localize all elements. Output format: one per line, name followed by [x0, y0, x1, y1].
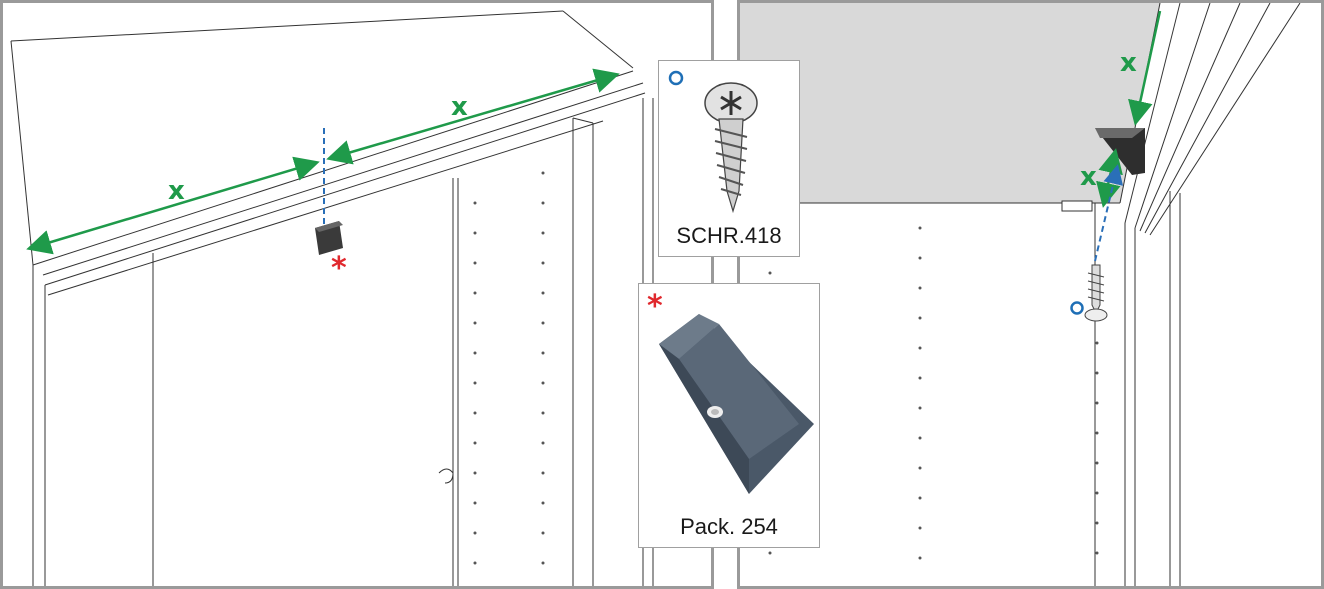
bracket-asterisk: * — [331, 251, 347, 286]
cabinet-lines — [10, 10, 654, 586]
hinge-plate — [1061, 200, 1093, 212]
dimension-label-left: x — [168, 176, 185, 206]
bracket-card-asterisk: * — [647, 289, 663, 324]
bracket-part-image: * — [647, 289, 814, 494]
shelf-hole-dots — [473, 171, 545, 565]
screw-part-label: SCHR.418 — [676, 223, 782, 248]
right-assembly-view: x x — [737, 0, 1324, 589]
dimension-label-top: x — [1120, 48, 1137, 78]
dimension-label-right: x — [451, 92, 468, 122]
screw-part-image — [668, 70, 758, 214]
hinge-detail — [438, 468, 454, 484]
screw-circle-marker — [1070, 301, 1084, 315]
left-assembly-view: x x * — [0, 0, 714, 589]
bracket-part-card: * Pack. 254 — [638, 283, 820, 548]
cabinet-top-underside — [740, 3, 1160, 203]
screw-guide-line — [1094, 164, 1124, 262]
right-cabinet-drawing: x x — [740, 3, 1301, 586]
left-cabinet-drawing: x x * — [10, 10, 654, 586]
screw-illustration-icon — [704, 82, 758, 214]
bracket-part-label: Pack. 254 — [680, 514, 778, 539]
bracket-illustration-icon — [659, 314, 814, 494]
screw-card-circle-marker — [668, 70, 684, 86]
dimension-arrow-right — [326, 68, 620, 165]
dimension-arrow-left — [26, 156, 320, 255]
bracket-block — [315, 221, 343, 255]
screw-part-card: SCHR.418 — [658, 60, 800, 257]
dimension-label-bottom: x — [1080, 162, 1097, 192]
dimension-arrow-top — [1128, 10, 1162, 126]
screw-icon — [1084, 264, 1108, 322]
